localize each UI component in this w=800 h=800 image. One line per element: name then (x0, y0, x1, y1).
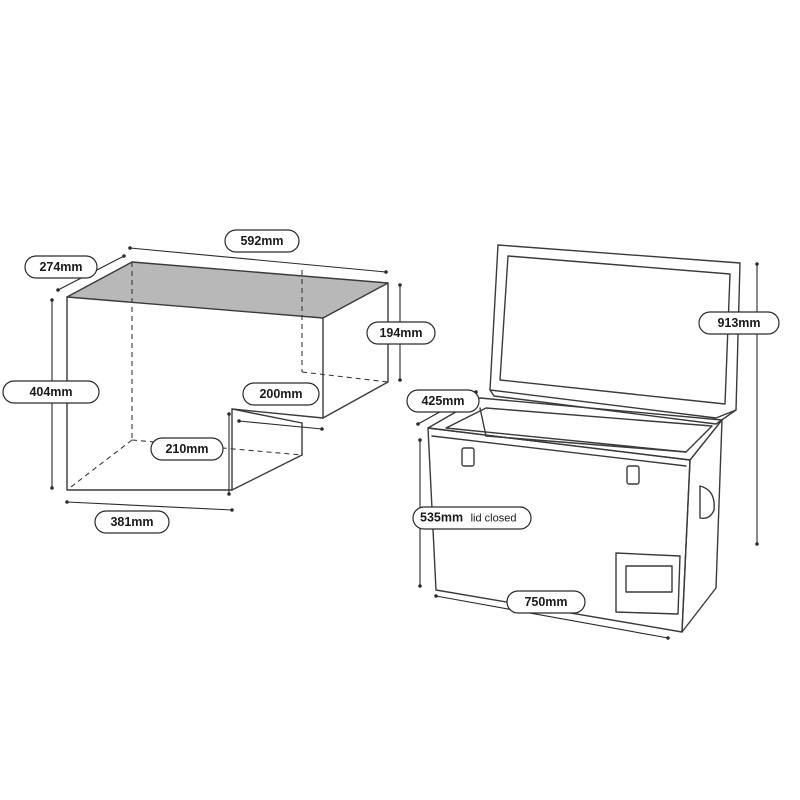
cavity-step-bottom (231, 454, 303, 491)
label-text: 194mm (379, 326, 422, 340)
label-note: lid closed (471, 512, 517, 524)
dim-line-592 (128, 246, 388, 274)
label-depth-425: 425mm (406, 389, 480, 413)
side-handle-icon (699, 485, 715, 520)
fridge-front-trim (431, 435, 687, 467)
fridge-side-face (681, 419, 723, 633)
cavity-top-face (66, 261, 389, 319)
label-text: 425mm (421, 394, 464, 408)
label-text: 592mm (240, 234, 283, 248)
label-text: 274mm (39, 260, 82, 274)
dim-line-200 (237, 419, 324, 431)
fridge-opening (445, 407, 713, 453)
interior-cavity-drawing: 592mm 274mm 404mm 194mm 200mm 210mm 381m… (2, 229, 436, 534)
label-length-750: 750mm (506, 590, 586, 614)
label-text: 210mm (165, 442, 208, 456)
control-display (625, 565, 673, 593)
label-height-404: 404mm (2, 380, 100, 404)
cavity-hidden-step-back (301, 371, 389, 383)
label-text: 381mm (110, 515, 153, 529)
fridge-inner-wall (479, 407, 487, 437)
label-text: 404mm (29, 385, 72, 399)
fridge-exterior-drawing: 913mm 425mm 535mm lid closed 750mm (406, 244, 780, 640)
label-height-closed-535: 535mm lid closed (412, 506, 532, 530)
cavity-hidden-bottom-left (66, 439, 133, 491)
control-panel (615, 552, 681, 615)
label-value: 535mm (420, 511, 463, 525)
label-depth-274: 274mm (24, 255, 98, 279)
label-height-open-913: 913mm (698, 311, 780, 335)
label-step-depth-200: 200mm (242, 382, 320, 406)
label-length-592: 592mm (224, 229, 300, 253)
dim-line-381 (65, 500, 234, 512)
cavity-front-outline (66, 282, 389, 491)
label-step-height-194: 194mm (366, 321, 436, 345)
label-text: 535mm lid closed (420, 511, 516, 525)
dim-line-750 (434, 594, 670, 640)
label-text: 200mm (259, 387, 302, 401)
label-lower-length-381: 381mm (94, 510, 170, 534)
label-text: 750mm (524, 595, 567, 609)
label-text: 913mm (717, 316, 760, 330)
latch-right-icon (626, 465, 640, 485)
label-lower-height-210: 210mm (150, 437, 224, 461)
fridge-lid-outer (489, 244, 741, 419)
latch-left-icon (461, 447, 475, 467)
fridge-lid-inner (499, 255, 731, 405)
